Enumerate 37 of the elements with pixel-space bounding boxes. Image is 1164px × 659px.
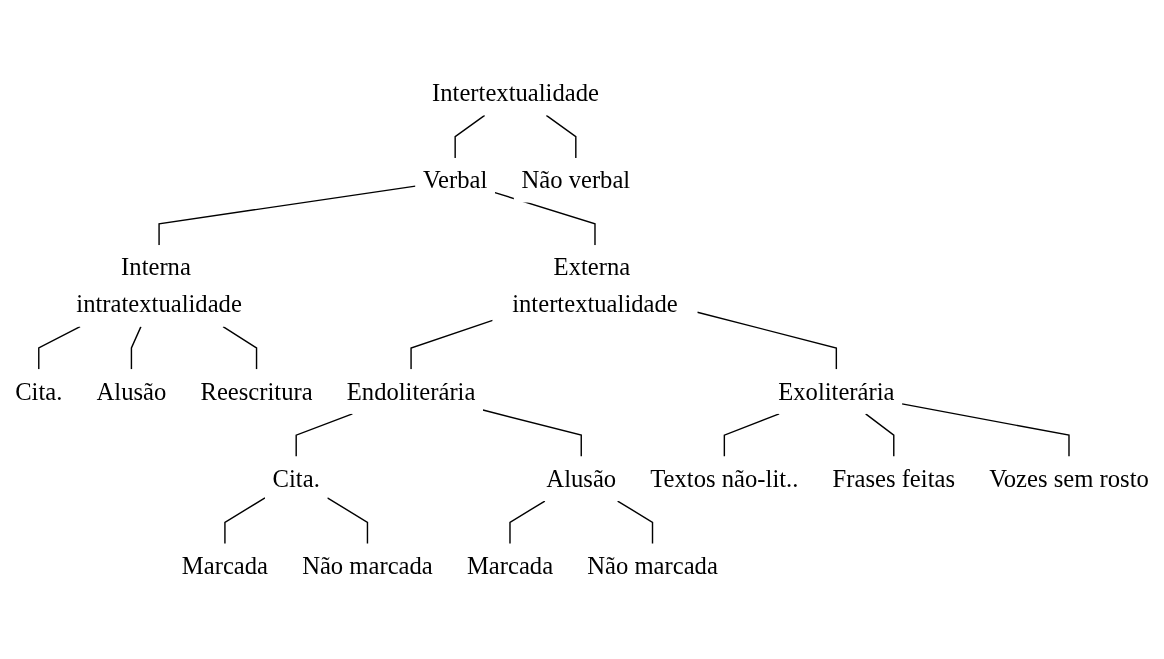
connector (38, 325, 81, 370)
node-text: Endoliterária (346, 377, 476, 406)
connector (545, 114, 577, 159)
node-text: Frases feitas (832, 465, 956, 493)
connector (482, 409, 582, 458)
connector (224, 497, 266, 545)
node-text: Cita. (15, 377, 63, 406)
node-text: Alusão (96, 377, 167, 406)
connector (130, 325, 142, 370)
node-text: Não marcada (302, 552, 433, 580)
connector (326, 497, 369, 545)
connector (901, 403, 1070, 458)
node-text: Externa intertextualidade (512, 253, 678, 319)
node-text: Verbal (423, 166, 488, 194)
connector (509, 500, 546, 545)
node-text: Não verbal (521, 166, 631, 194)
connector (454, 114, 486, 159)
connector (410, 319, 494, 370)
connector (864, 413, 895, 458)
connector (696, 311, 838, 370)
node-text: Textos não-lit.. (650, 465, 799, 493)
node-text: Cita. (272, 465, 320, 493)
connector (616, 500, 654, 545)
connector (158, 185, 417, 246)
node-text: Reescritura (200, 377, 313, 406)
connector (295, 413, 354, 458)
node-text: Intertextualidade (432, 79, 599, 107)
node-text: Não marcada (587, 552, 718, 580)
node-text: Vozes sem rosto (989, 465, 1149, 493)
node-text: Alusão (546, 465, 617, 493)
node-text: Marcada (466, 552, 554, 580)
connector (222, 325, 258, 370)
node-text: Marcada (181, 552, 269, 580)
connector (494, 191, 596, 246)
node-text: Interna intratextualidade (76, 253, 242, 319)
connector (723, 413, 780, 458)
node-text: Exoliterária (778, 377, 895, 406)
